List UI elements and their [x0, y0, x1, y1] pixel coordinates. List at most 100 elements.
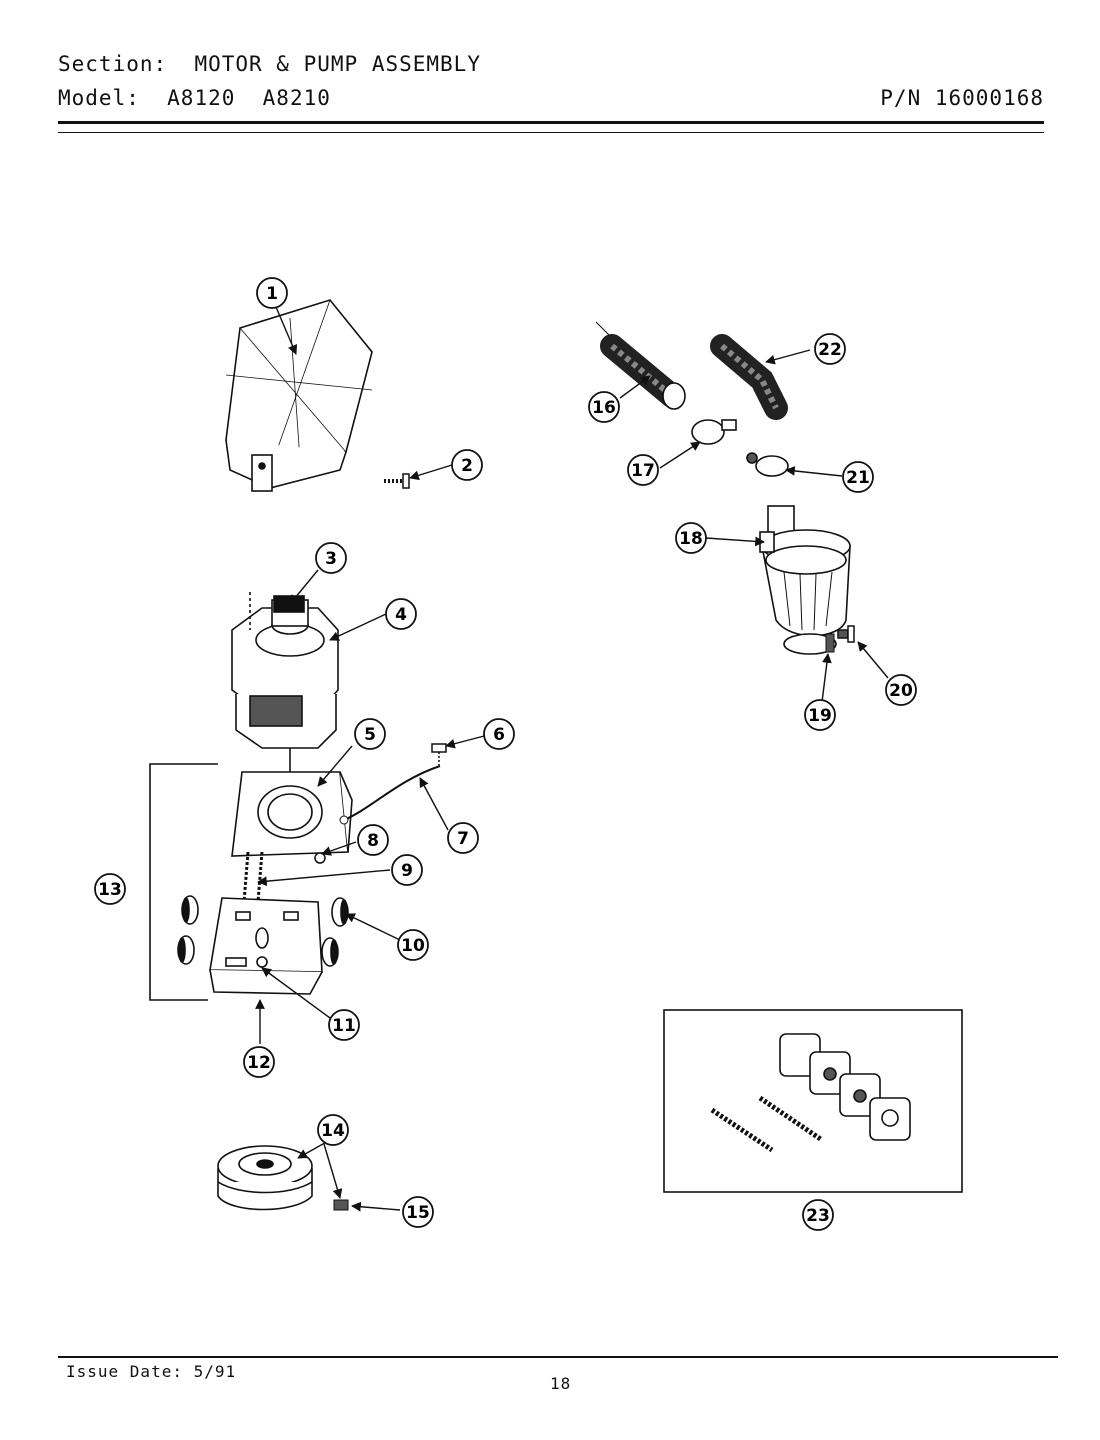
callout-number: 19 [808, 706, 832, 726]
callout-7: 7 [447, 822, 479, 854]
callout-number: 13 [98, 880, 122, 900]
callout-number: 3 [325, 549, 337, 569]
springs-drawing [242, 851, 264, 903]
wire-terminal [339, 815, 349, 825]
callout-circle [802, 1199, 834, 1231]
callout-21: 21 [842, 461, 874, 493]
callout-circle [317, 1114, 349, 1146]
callout-19: 19 [804, 699, 836, 731]
grommets-drawing [177, 895, 349, 967]
callout-number: 17 [631, 461, 655, 481]
callout-number: 11 [332, 1016, 356, 1036]
model-value: A8120 A8210 [167, 86, 331, 110]
callout-16: 16 [588, 391, 620, 423]
callout-9: 9 [391, 854, 423, 886]
callout-14: 14 [317, 1114, 349, 1146]
header-rule-thin [58, 132, 1044, 133]
model-heading: Model: A8120 A8210 [58, 86, 331, 110]
callout-number: 1 [266, 284, 278, 304]
hose-clamp-left-drawing [691, 419, 737, 445]
callout-22: 22 [814, 333, 846, 365]
footer-rule [58, 1356, 1058, 1358]
callout-circle [451, 449, 483, 481]
callout-2: 2 [451, 449, 483, 481]
callout-circle [391, 854, 423, 886]
callout-circle [243, 1046, 275, 1078]
callout-number: 23 [806, 1206, 830, 1226]
callout-circle [315, 542, 347, 574]
callout-23: 23 [802, 1199, 834, 1231]
part-number: P/N 16000168 [880, 86, 1044, 110]
callout-3: 3 [315, 542, 347, 574]
pump-screw-side [837, 625, 855, 643]
callout-number: 7 [457, 829, 469, 849]
callout-circle [402, 1196, 434, 1228]
hose-clamp-right-drawing [746, 452, 789, 477]
callout-circle [627, 454, 659, 486]
callout-circle [256, 277, 288, 309]
callout-number: 8 [367, 831, 379, 851]
hose-right-drawing [710, 334, 788, 420]
callout-number: 21 [846, 468, 870, 488]
callout-number: 9 [401, 861, 413, 881]
callout-1: 1 [256, 277, 288, 309]
callout-12: 12 [243, 1046, 275, 1078]
callout-circle [354, 718, 386, 750]
motor-drawing [231, 592, 339, 772]
callout-circle [328, 1009, 360, 1041]
section-heading: Section: MOTOR & PUMP ASSEMBLY [58, 52, 481, 76]
callout-number: 12 [247, 1053, 271, 1073]
callout-number: 5 [364, 725, 376, 745]
callout-20: 20 [885, 674, 917, 706]
ground-wire-drawing [343, 765, 441, 821]
callout-circle [357, 824, 389, 856]
pump-screw-lower [825, 633, 835, 653]
section-label: Section: [58, 52, 168, 76]
callout-5: 5 [354, 718, 386, 750]
ground-screw-drawing [431, 743, 447, 768]
callout-circle [385, 598, 417, 630]
pump-drawing [759, 505, 851, 655]
callout-circle [804, 699, 836, 731]
callout-number: 14 [321, 1121, 345, 1141]
callout-18: 18 [675, 522, 707, 554]
assembly-bracket [149, 763, 218, 1001]
hose-left-drawing [595, 321, 686, 410]
callout-circle [447, 822, 479, 854]
issue-date: Issue Date: 5/91 [66, 1362, 237, 1381]
screw-drawing [384, 473, 410, 489]
kit-contents-drawing [710, 1033, 911, 1153]
callout-number: 4 [395, 605, 407, 625]
callout-10: 10 [397, 929, 429, 961]
callout-number: 6 [493, 725, 505, 745]
callout-circle [397, 929, 429, 961]
callout-4: 4 [385, 598, 417, 630]
pulley-drawing [217, 1145, 313, 1211]
kit-box [663, 1009, 963, 1193]
page-number: 18 [550, 1374, 572, 1393]
callout-circle [588, 391, 620, 423]
leader-lines [255, 306, 889, 1212]
callout-number: 20 [889, 681, 913, 701]
callout-6: 6 [483, 718, 515, 750]
callout-11: 11 [328, 1009, 360, 1041]
callout-circle [885, 674, 917, 706]
motor-cover-drawing [225, 299, 373, 492]
callout-circle [842, 461, 874, 493]
bolt-drawing [314, 852, 326, 864]
motor-base-drawing [209, 897, 323, 995]
callout-circle [483, 718, 515, 750]
callout-circle [814, 333, 846, 365]
callout-number: 15 [406, 1203, 430, 1223]
model-label: Model: [58, 86, 140, 110]
header-rule-thick [58, 121, 1044, 124]
callout-15: 15 [402, 1196, 434, 1228]
callout-circle [675, 522, 707, 554]
motor-plate-drawing [231, 771, 353, 857]
callout-17: 17 [627, 454, 659, 486]
callout-number: 22 [818, 340, 842, 360]
callout-circle [94, 873, 126, 905]
set-screw-drawing [333, 1199, 349, 1211]
